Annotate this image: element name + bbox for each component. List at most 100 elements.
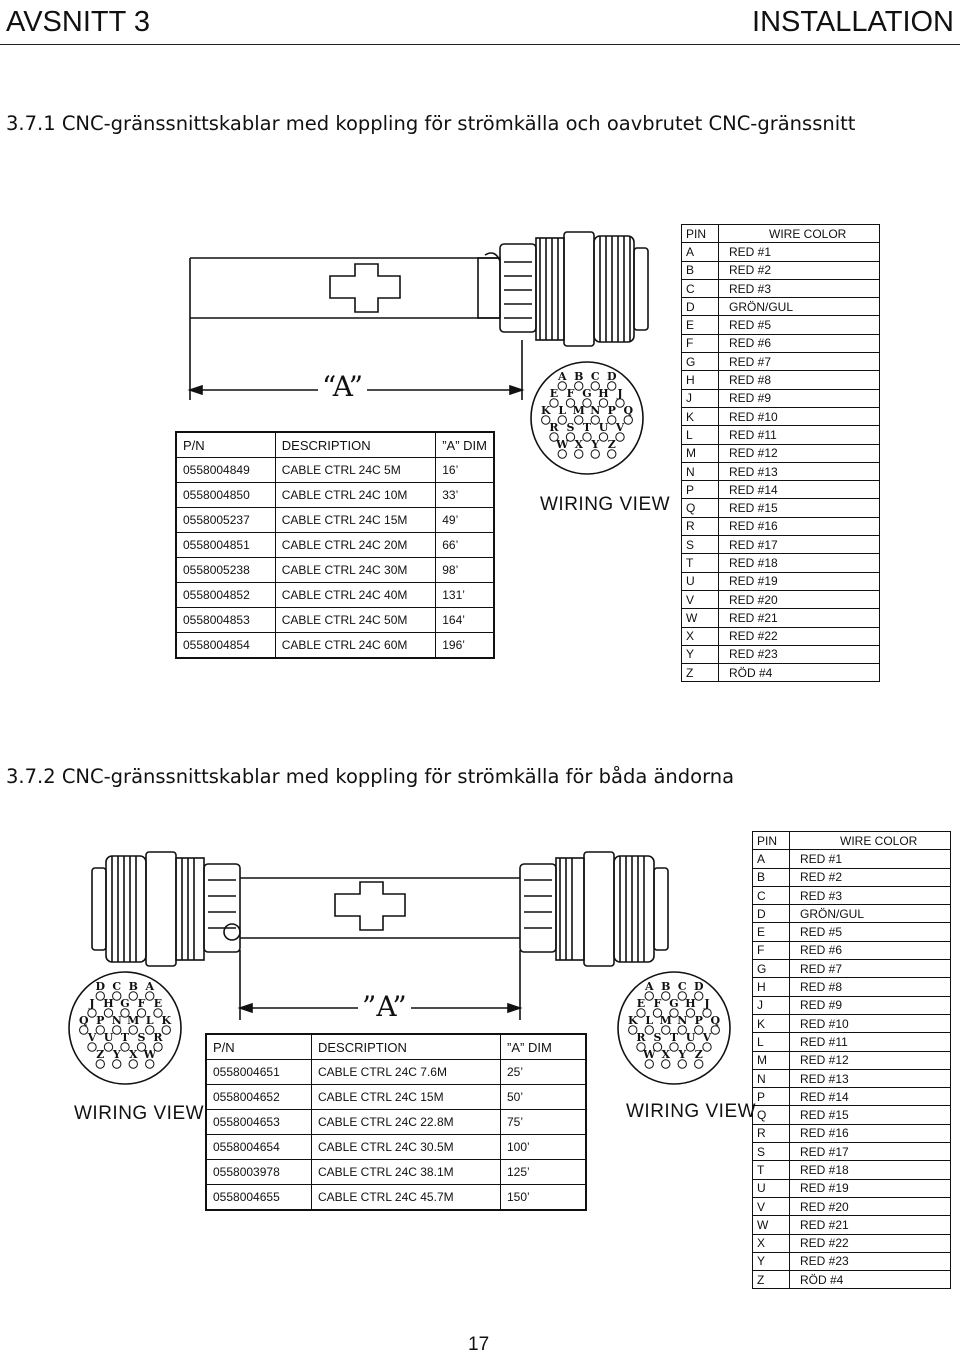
- pin-label: Y: [112, 1048, 121, 1061]
- pin-label: G: [669, 997, 678, 1010]
- pin-label: J: [88, 997, 94, 1010]
- pin-socket: [644, 991, 654, 1001]
- pin-cell: U: [681, 571, 719, 591]
- pin-socket: [582, 432, 592, 442]
- pin-socket: [145, 1025, 155, 1035]
- pin-cell: B: [752, 867, 790, 887]
- pin-cell: W: [752, 1215, 790, 1235]
- part-number-cell: 0558004853: [175, 607, 276, 633]
- pin-label: E: [550, 387, 558, 400]
- table-header-row: P/N DESCRIPTION ”A” DIM: [175, 431, 495, 458]
- pin-label: H: [103, 997, 113, 1010]
- pin-cell: Y: [752, 1251, 790, 1272]
- description-cell: CABLE CTRL 24C 7.6M: [311, 1059, 501, 1085]
- wire-color-cell: RED #6: [718, 333, 880, 354]
- table-header-row: P/N DESCRIPTION ”A” DIM: [205, 1033, 587, 1060]
- dim-cell: 98’: [435, 557, 495, 583]
- wire-color-cell: RED #12: [718, 443, 880, 463]
- pin-cell: V: [752, 1196, 790, 1217]
- pin-label: U: [599, 421, 609, 434]
- pin-label: M: [660, 1014, 672, 1027]
- pin-label: F: [138, 997, 146, 1010]
- wire-color-cell: RED #17: [718, 535, 880, 555]
- dimension-a-label-1: “A”: [318, 370, 368, 403]
- pin-socket: [644, 1025, 654, 1035]
- part-number-cell: 0558004654: [205, 1134, 312, 1160]
- wire-color-cell: RED #21: [789, 1215, 951, 1235]
- pin-label: X: [574, 438, 583, 451]
- pin-socket: [677, 1059, 687, 1069]
- pin-label: N: [590, 404, 600, 417]
- dim-cell: 75’: [500, 1109, 587, 1135]
- pin-label: U: [104, 1031, 114, 1044]
- pin-label: F: [654, 997, 662, 1010]
- pin-cell: E: [752, 922, 790, 942]
- description-cell: CABLE CTRL 24C 38.1M: [311, 1159, 501, 1185]
- pin-cell: U: [752, 1178, 790, 1198]
- pin-label: Z: [96, 1048, 104, 1061]
- wire-color-cell: RED #6: [789, 940, 951, 961]
- pin-cell: P: [752, 1087, 790, 1107]
- description-cell: CABLE CTRL 24C 30.5M: [311, 1134, 501, 1160]
- pin-cell: B: [681, 260, 719, 280]
- pin-cell: C: [681, 278, 719, 299]
- pin-socket: [557, 381, 567, 391]
- part-number-cell: 0558004852: [175, 582, 276, 608]
- pin-cell: Y: [681, 644, 719, 665]
- part-number-cell: 0558004849: [175, 457, 276, 483]
- pin-cell: R: [681, 516, 719, 537]
- wire-color-cell: RED #21: [718, 608, 880, 628]
- pin-socket: [677, 1025, 687, 1035]
- pin-cell: X: [752, 1233, 790, 1253]
- pin-label: G: [120, 997, 129, 1010]
- pin-label: C: [112, 980, 121, 993]
- wire-color-cell: RED #10: [718, 406, 880, 427]
- pin-label: T: [121, 1031, 130, 1044]
- pin-socket: [565, 432, 576, 442]
- pin-socket: [153, 1008, 163, 1018]
- pin-label: J: [616, 387, 622, 400]
- dim-cell: 196’: [435, 632, 495, 659]
- pin-socket: [112, 1025, 122, 1035]
- section-header: AVSNITT 3: [6, 6, 150, 38]
- pin-label: Y: [677, 1048, 686, 1061]
- pin-label: X: [661, 1048, 670, 1061]
- pin-label: E: [637, 997, 645, 1010]
- pin-socket: [669, 1008, 679, 1018]
- description-cell: CABLE CTRL 24C 60M: [274, 632, 437, 659]
- pin-label: K: [628, 1014, 638, 1027]
- pin-socket: [702, 1008, 712, 1018]
- pin-label: M: [127, 1014, 139, 1027]
- wire-color-cell: RED #9: [789, 995, 951, 1015]
- dim-cell: 16’: [435, 457, 495, 483]
- wire-color-cell: RED #1: [789, 849, 951, 869]
- pin-socket: [145, 991, 155, 1001]
- pin-label: S: [567, 421, 575, 434]
- column-header-pin: PIN: [752, 830, 790, 851]
- wire-color-cell: RED #11: [718, 425, 880, 445]
- pin-label: N: [677, 1014, 687, 1027]
- wire-color-cell: RED #14: [718, 480, 880, 500]
- pin-cell: D: [752, 904, 790, 924]
- pin-socket: [574, 449, 584, 459]
- pin-label: Z: [695, 1048, 703, 1061]
- column-header-wire-color: WIRE COLOR: [789, 830, 951, 851]
